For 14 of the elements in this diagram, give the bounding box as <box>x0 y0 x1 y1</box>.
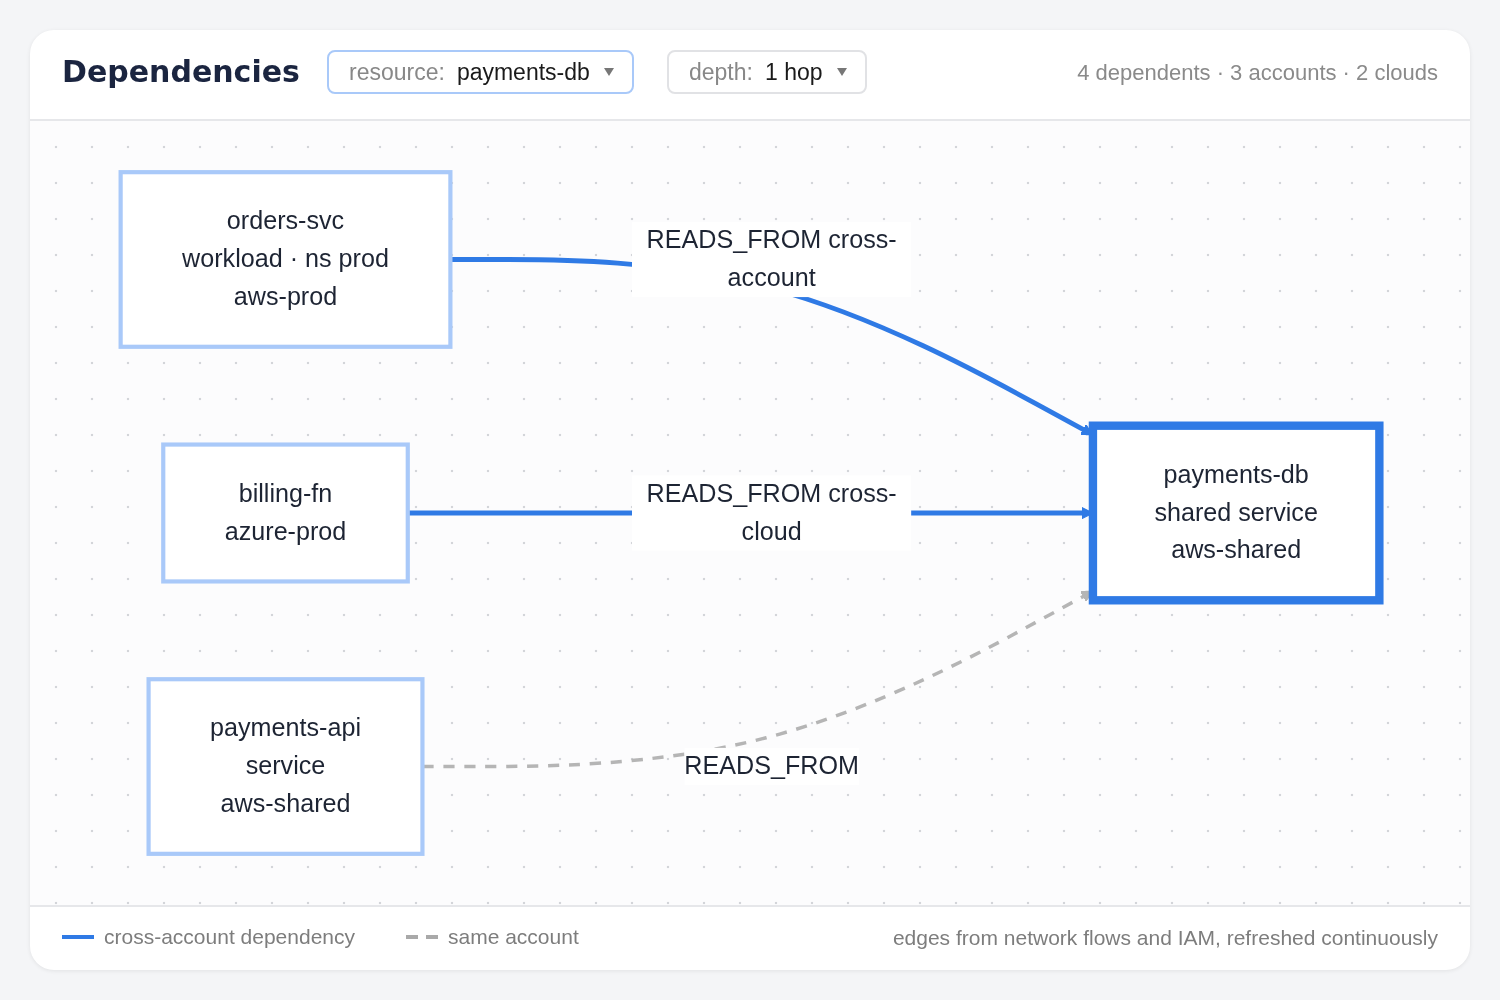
title: Dependencies <box>62 54 300 89</box>
node-box: payments-api service aws-shared <box>146 677 425 856</box>
legend-label: same account <box>448 925 579 949</box>
node-box: billing-fn azure-prod <box>161 442 410 584</box>
edge-label: READS_FROM cross-account <box>646 225 897 292</box>
node-box: orders-svc workload · ns prod aws-prod <box>118 170 453 349</box>
node-box: payments-db shared service aws-shared <box>1088 421 1384 605</box>
legend-label: cross-account dependency <box>104 925 355 949</box>
edge-label: READS_FROM cross-cloud <box>646 479 897 546</box>
depth-dropdown: depth: 1 hop <box>667 50 867 94</box>
summary-text: 4 dependents · 3 accounts · 2 clouds <box>1077 60 1438 86</box>
edge-label: READS_FROM <box>684 751 859 780</box>
footnote-text: edges from network flows and IAM, refreshed continuously <box>892 926 1438 950</box>
resource-dropdown: resource: payments-db <box>327 50 634 94</box>
